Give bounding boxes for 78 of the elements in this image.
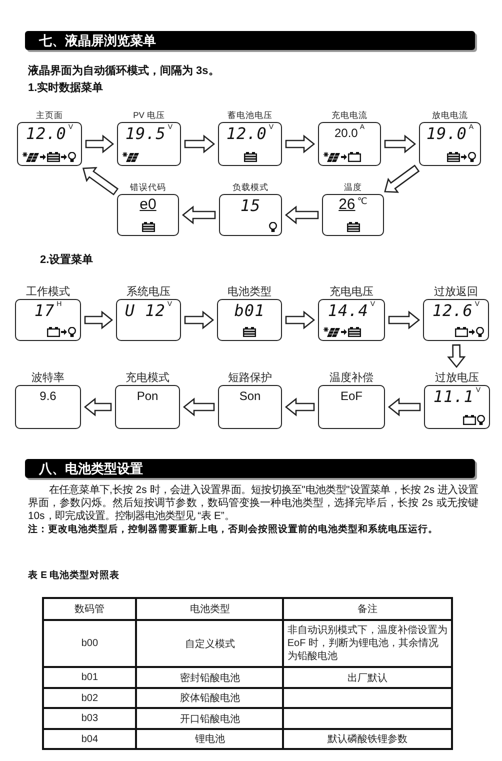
table-cell: 胶体铅酸电池 [136,688,284,708]
screen-title: 电池类型 [228,286,272,298]
screen-title: 充电模式 [126,372,170,384]
screen-title: 放电电流 [432,110,468,120]
display-value: Pon [136,389,158,403]
table-cell: b03 [43,708,136,729]
table-cell: b04 [43,729,136,749]
screen-title: 过放电压 [435,372,479,384]
hollow-arrow [384,164,420,193]
display-value: 9.6 [40,389,56,403]
display-value: 12.0 [226,124,267,143]
display-value: 12.0 [26,124,66,143]
display-value: 17 [34,301,55,320]
table-cell: 非自动识别模式下，温度补偿设置为EoF 时，判断为锂电池，其余情况为铅酸电池 [283,620,452,667]
screen-title: 温度 [344,182,362,192]
hollow-arrow [384,134,416,154]
table-cell: 电池类型 [136,598,284,620]
hollow-arrow [285,310,316,330]
display-value: 11.1 [433,387,474,406]
screen-title: 蓄电池电压 [228,110,272,120]
screen-title: 温度补偿 [330,372,374,384]
display-value: 20.0 [334,126,358,140]
hollow-arrow [184,310,214,330]
hollow-arrow [285,134,316,154]
hollow-arrow [388,310,420,330]
hollow-arrow [184,134,216,154]
screen-title: PV 电压 [133,110,165,120]
unit-label: ℃ [357,196,368,206]
display-value: Son [239,389,261,403]
hollow-arrow [85,134,114,154]
table-cell: b00 [43,620,136,667]
intro-text: 液晶界面为自动循环模式，间隔为 3s。 [28,64,220,78]
screen-title: 短路保护 [228,372,272,384]
screen-title: 系统电压 [126,286,170,298]
section-heading: 2.设置菜单 [40,252,94,267]
section-heading: 1.实时数据菜单 [28,80,104,95]
hollow-arrow [182,398,215,416]
display-value: U 12 [124,301,166,320]
hollow-arrow [284,206,319,224]
section-title-bar: 八、电池类型设置 [25,459,475,478]
display-value: e0 [140,196,156,213]
table-cell: b02 [43,688,136,708]
hollow-arrow [388,398,421,416]
display-value: EoF [340,389,362,403]
screen-title: 工作模式 [26,286,70,298]
display-value: 19.5 [125,124,166,143]
display-value: 19.0 [426,124,467,143]
note-text: 注：更改电池类型后，控制器需要重新上电，否则会按照设置前的电池类型和系统电压运行。 [28,523,438,536]
screen-title: 错误代码 [130,182,166,192]
table-title: 表 E 电池类型对照表 [28,569,120,582]
table-cell: 锂电池 [136,729,284,749]
display-value: 26 [338,196,356,213]
screen-title: 充电电流 [332,110,368,120]
display-value: 12.6 [432,301,473,320]
screen-title: 负载模式 [232,182,268,192]
display-value: 15 [240,196,261,215]
table-cell: 备注 [283,598,452,620]
body-paragraph: 在任意菜单下,长按 2s 时，会进入设置界面。短按切换至"电池类型"设置菜单，长按 2s 进入设置界面，参数闪烁。然后短按调节参数，数码管变换一种电池类型，选择完毕后，长按 2s 或无按键 10s，即完成设置。控制器电池类型见 “表 E”。 [28,484,478,523]
section-title-bar: 七、液晶屏浏览菜单 [25,31,475,50]
hollow-arrow [84,310,114,330]
screen-title: 充电电压 [330,286,374,298]
hollow-arrow [84,398,112,416]
table-cell: 默认磷酸铁锂参数 [283,729,452,749]
table-cell: 出厂默认 [283,667,452,688]
screen-title: 波特率 [32,372,64,384]
hollow-arrow [447,344,466,368]
screen-title: 过放返回 [434,286,478,298]
table-cell: b01 [43,667,136,688]
table-cell: 数码管 [43,598,136,620]
hollow-arrow [182,206,216,224]
screen-title: 主页面 [36,110,63,120]
table-cell: 自定义模式 [136,620,284,667]
display-value: 14.4 [328,301,368,320]
table-cell: 开口铅酸电池 [136,708,284,729]
hollow-arrow [284,398,315,416]
table-cell: 密封铅酸电池 [136,667,284,688]
hollow-arrow [82,166,119,196]
display-value: b01 [234,301,265,320]
